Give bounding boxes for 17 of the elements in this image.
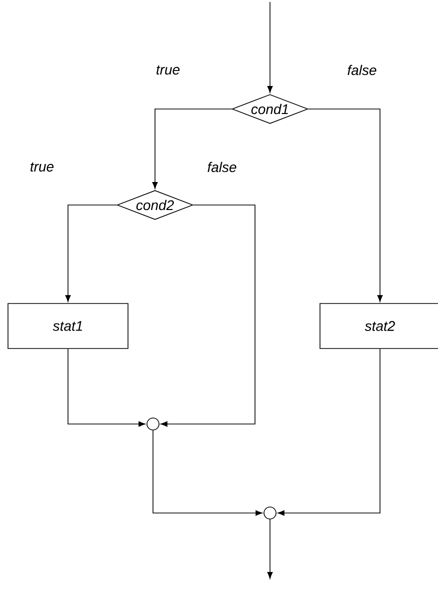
arrow [65, 204, 118, 302]
edge-label: false [206, 160, 238, 174]
arrow [160, 204, 256, 427]
junction-circle [146, 418, 160, 430]
arrow [267, 2, 273, 93]
arrow [68, 348, 146, 427]
process-box: stat2 [320, 303, 438, 349]
arrow [308, 108, 383, 302]
arrow [278, 348, 380, 516]
edge-label: true [154, 64, 182, 76]
process-box: stat1 [8, 303, 128, 349]
arrow [152, 108, 232, 189]
edge-label: true [28, 161, 56, 173]
junction-circle [264, 506, 276, 520]
arrow [152, 430, 262, 516]
arrow [267, 519, 273, 579]
edge-label: false [346, 64, 378, 76]
